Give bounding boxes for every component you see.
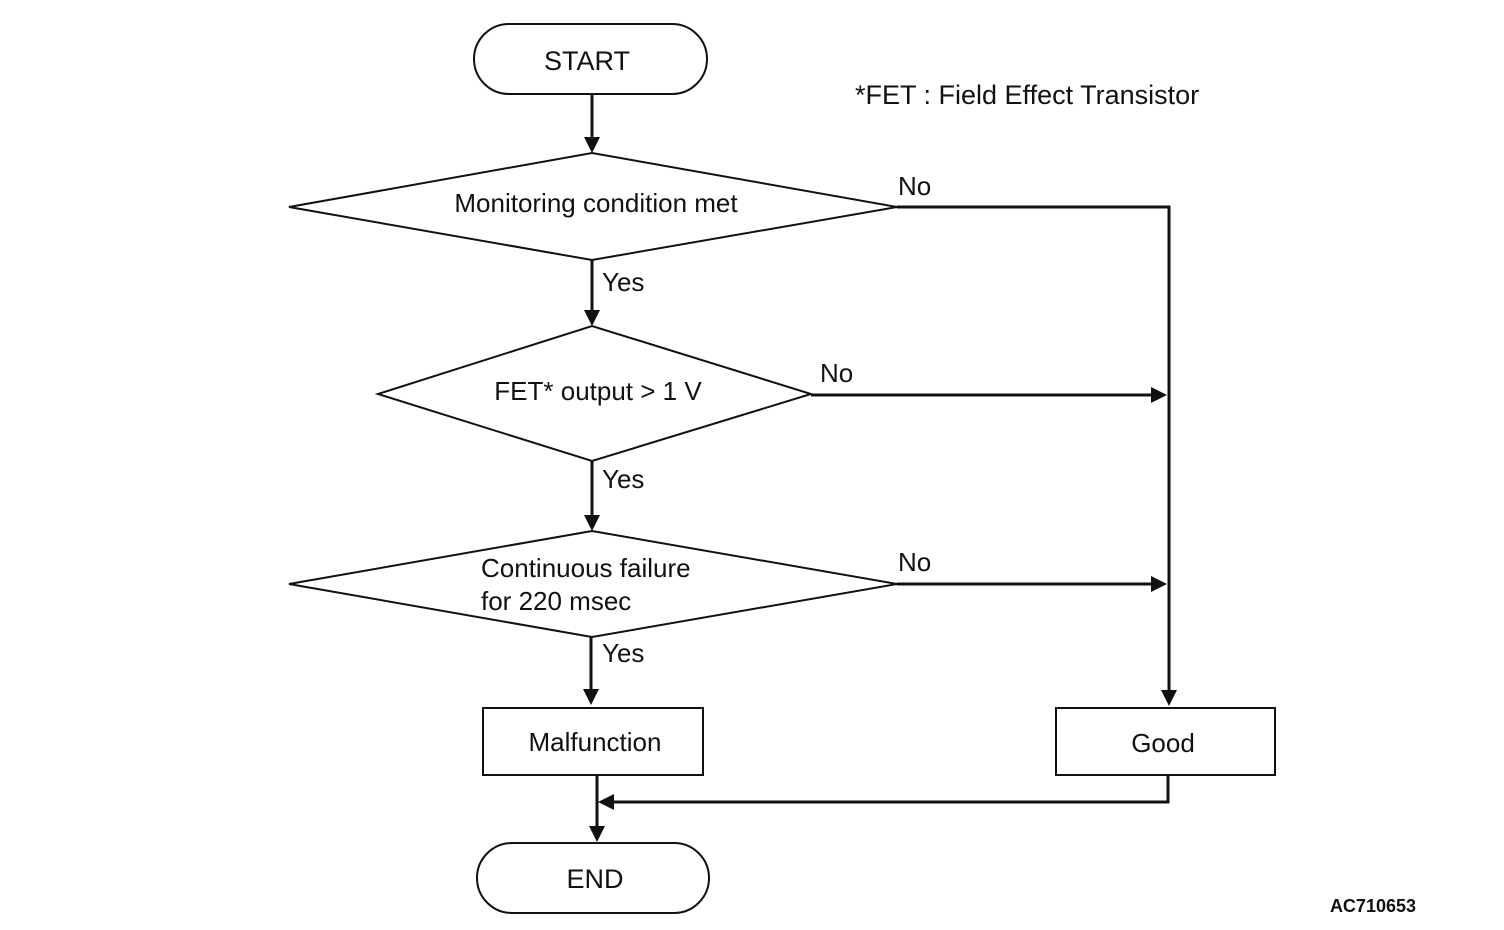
end-label: END bbox=[566, 864, 623, 894]
no-label-1: No bbox=[898, 171, 931, 201]
yes-label-1: Yes bbox=[602, 267, 644, 297]
no-label-3: No bbox=[898, 547, 931, 577]
yes-label-3: Yes bbox=[602, 638, 644, 668]
arrowhead bbox=[584, 310, 600, 326]
arrowhead bbox=[583, 689, 599, 705]
figure-code: AC710653 bbox=[1330, 896, 1416, 916]
decision-3-label-line1: Continuous failure bbox=[481, 553, 691, 583]
arrowhead bbox=[1161, 690, 1177, 706]
arrowhead bbox=[1151, 576, 1167, 592]
arrowhead bbox=[584, 515, 600, 531]
decision-2-label: FET* output > 1 V bbox=[494, 376, 702, 406]
footnote-text: *FET : Field Effect Transistor bbox=[855, 80, 1199, 110]
arrowhead bbox=[589, 826, 605, 842]
decision-1-label: Monitoring condition met bbox=[454, 188, 738, 218]
end-terminator bbox=[476, 842, 710, 914]
yes-label-2: Yes bbox=[602, 464, 644, 494]
no-label-2: No bbox=[820, 358, 853, 388]
malfunction-box bbox=[482, 707, 704, 776]
good-box bbox=[1055, 707, 1276, 776]
decision-continuous-failure bbox=[288, 529, 898, 639]
arrowhead bbox=[584, 137, 600, 153]
decision-3-label-line2: for 220 msec bbox=[481, 586, 631, 616]
connector-good-merge bbox=[614, 775, 1170, 804]
arrowhead bbox=[598, 794, 614, 810]
malfunction-label: Malfunction bbox=[529, 727, 662, 757]
start-label: START bbox=[544, 46, 630, 76]
good-label: Good bbox=[1131, 728, 1195, 758]
arrowhead bbox=[1151, 387, 1167, 403]
connector-d1-no bbox=[897, 205, 1171, 690]
